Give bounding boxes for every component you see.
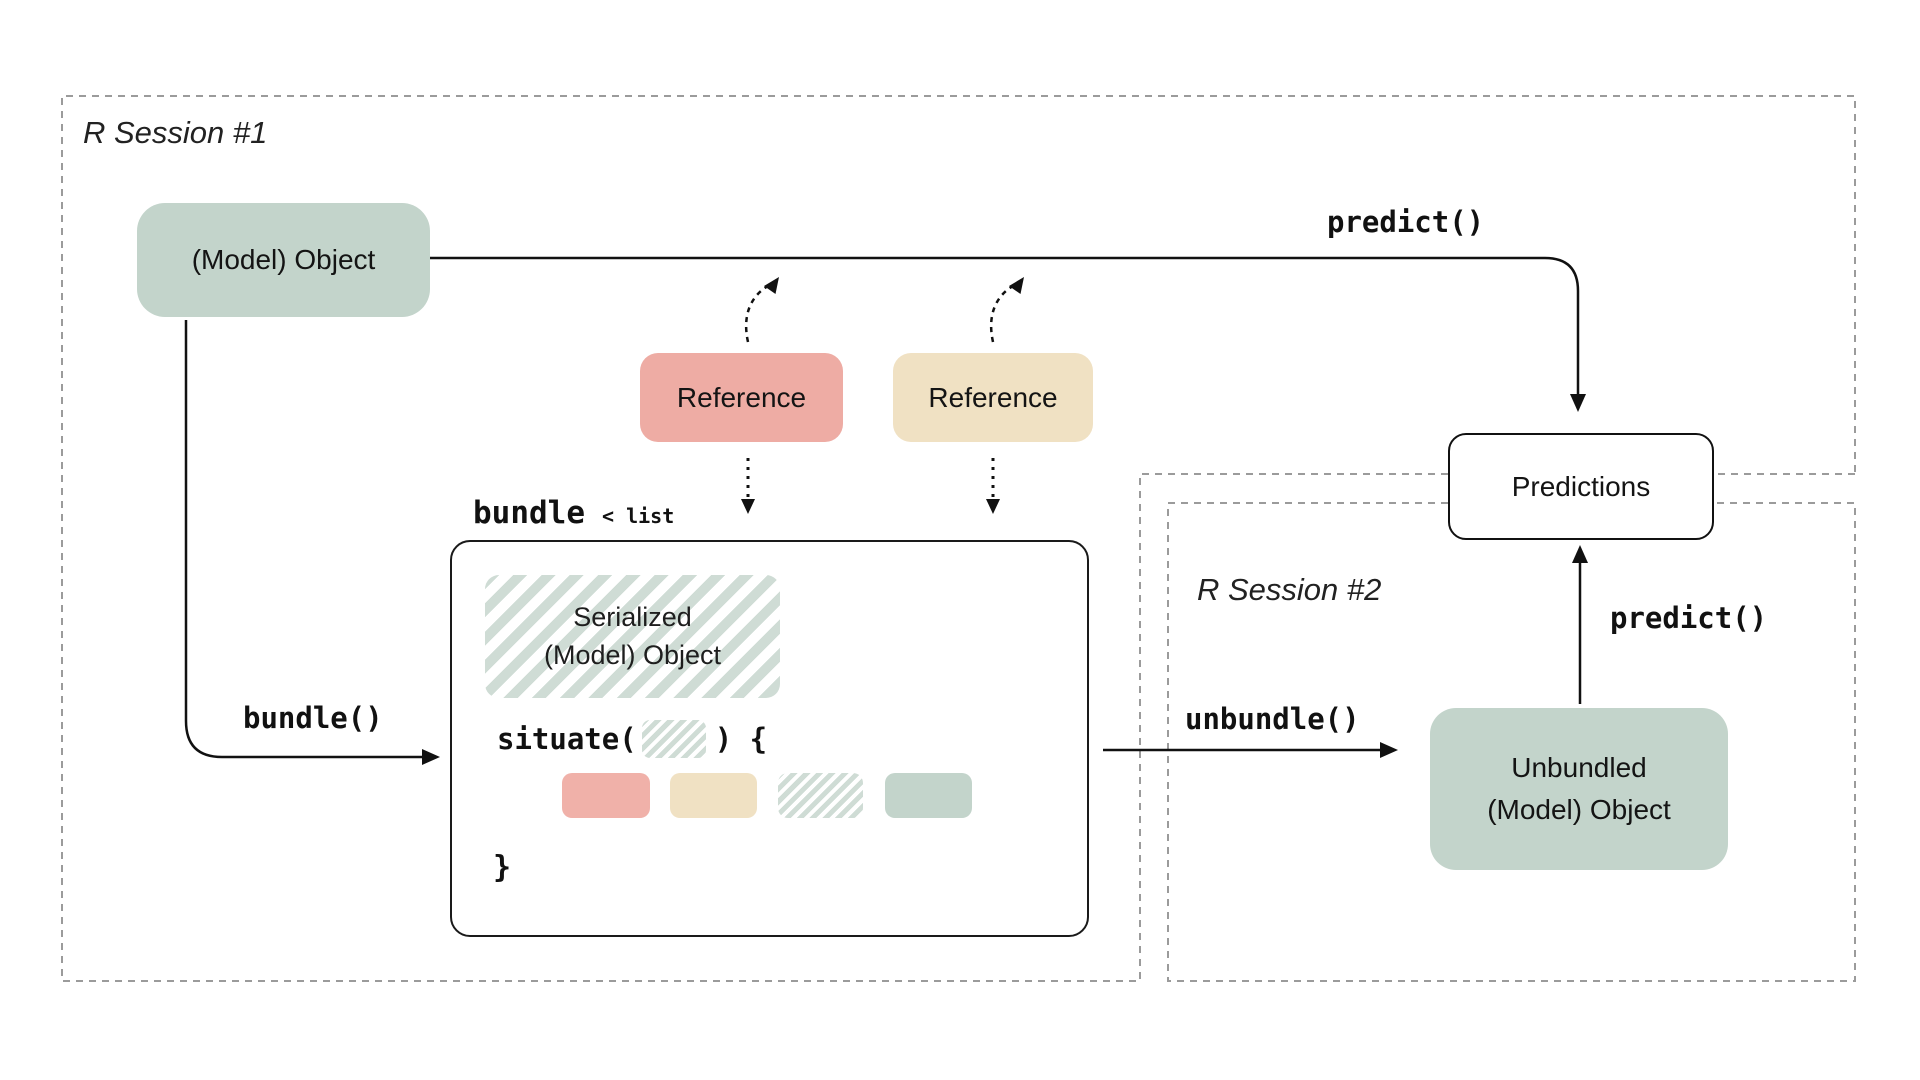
- situate-suffix: ) {: [714, 722, 768, 756]
- reference-node-tan: Reference: [893, 353, 1093, 442]
- unbundle-function-label: unbundle(): [1185, 702, 1360, 736]
- bundle-arrow: [184, 320, 426, 759]
- reference-red-up-arrowhead: [764, 277, 779, 294]
- bundle-title-annotation: < list: [601, 504, 675, 528]
- reference-tan-label: Reference: [928, 381, 1058, 413]
- unbundled-label-line1: Unbundled: [1511, 752, 1647, 783]
- session1-border: [61, 95, 1856, 982]
- reference-tan-up-arrow: [989, 284, 1014, 343]
- serialized-label-line1: Serialized: [573, 601, 692, 632]
- serialized-label: Serialized (Model) Object: [544, 599, 721, 675]
- session2-label: R Session #2: [1197, 572, 1382, 607]
- bundle-swatch-sage: [885, 773, 972, 818]
- bundle-swatch-striped: [778, 773, 863, 818]
- reference-tan-down-arrowhead: [986, 499, 1000, 514]
- unbundled-model-object-node: Unbundled (Model) Object: [1430, 708, 1728, 870]
- predictions-label: Predictions: [1511, 470, 1651, 502]
- bundle-swatch-tan: [670, 773, 757, 818]
- model-object-node: (Model) Object: [137, 203, 430, 317]
- reference-tan-up-arrowhead: [1009, 277, 1024, 294]
- serialized-model-object-node: Serialized (Model) Object: [485, 575, 780, 698]
- predictions-node: Predictions: [1448, 433, 1714, 540]
- predict-right-arrowhead: [1572, 545, 1588, 563]
- bundle-function-label: bundle(): [243, 701, 383, 735]
- serialized-inline-swatch: [641, 720, 706, 758]
- reference-node-red: Reference: [640, 353, 843, 442]
- predict-right-label: predict(): [1610, 601, 1768, 635]
- situate-code-line: situate( ) {: [497, 718, 767, 760]
- model-object-label: (Model) Object: [191, 244, 376, 275]
- serialized-label-line2: (Model) Object: [543, 639, 722, 670]
- bundle-title: bundle < list: [473, 495, 674, 531]
- bundle-title-name: bundle: [473, 495, 585, 531]
- situate-closing-brace: }: [493, 850, 512, 885]
- reference-red-down-arrowhead: [741, 499, 755, 514]
- unbundle-arrowhead: [1380, 742, 1398, 758]
- reference-red-label: Reference: [676, 381, 807, 413]
- situate-prefix: situate(: [497, 722, 637, 756]
- predict-top-label: predict(): [1327, 205, 1485, 239]
- bundle-arrowhead: [422, 749, 440, 765]
- predict-top-arrowhead: [1570, 394, 1586, 412]
- predict-top-arrow: [430, 256, 1580, 398]
- unbundled-label: Unbundled (Model) Object: [1487, 747, 1671, 831]
- unbundled-label-line2: (Model) Object: [1487, 794, 1671, 825]
- reference-red-up-arrow: [744, 284, 769, 343]
- session1-label: R Session #1: [83, 115, 268, 150]
- bundle-swatch-red: [562, 773, 650, 818]
